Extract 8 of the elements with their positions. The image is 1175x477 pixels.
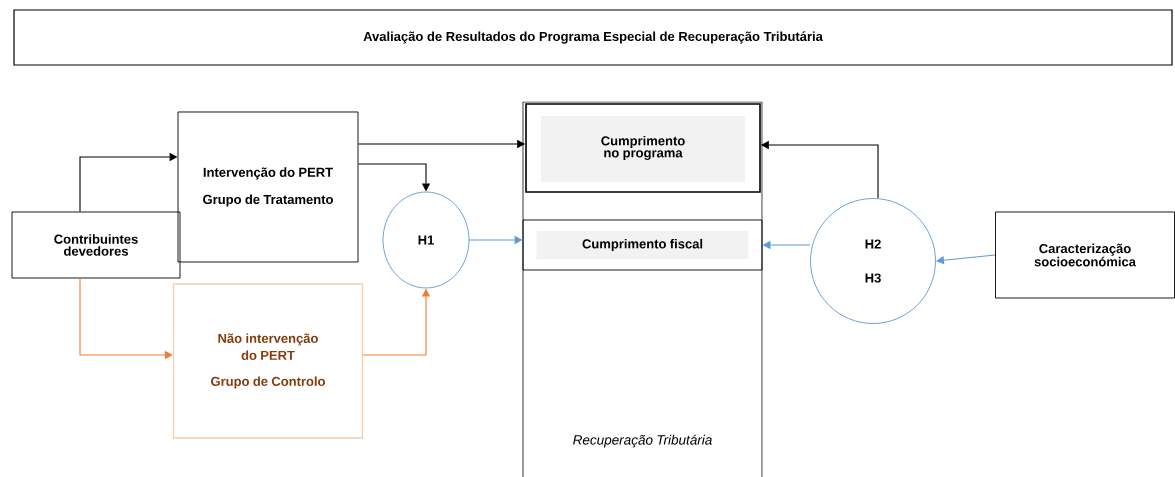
group-box: Não intervenção do PERT Grupo de Controlo (172, 283, 364, 439)
title-box: Avaliação de Resultados do Programa Especial de Recuperação Tributária (13, 9, 1173, 66)
plain-box: Contribuintes devedores (11, 211, 181, 279)
outcome-box: Cumprimento fiscal (522, 219, 763, 271)
plain-box: Caracterização socioeconómica (995, 211, 1175, 299)
group-box: Intervenção do PERT Grupo de Tratamento (177, 111, 359, 263)
outcome-box: Cumprimento no programa (525, 103, 761, 193)
arrow (936, 254, 996, 265)
